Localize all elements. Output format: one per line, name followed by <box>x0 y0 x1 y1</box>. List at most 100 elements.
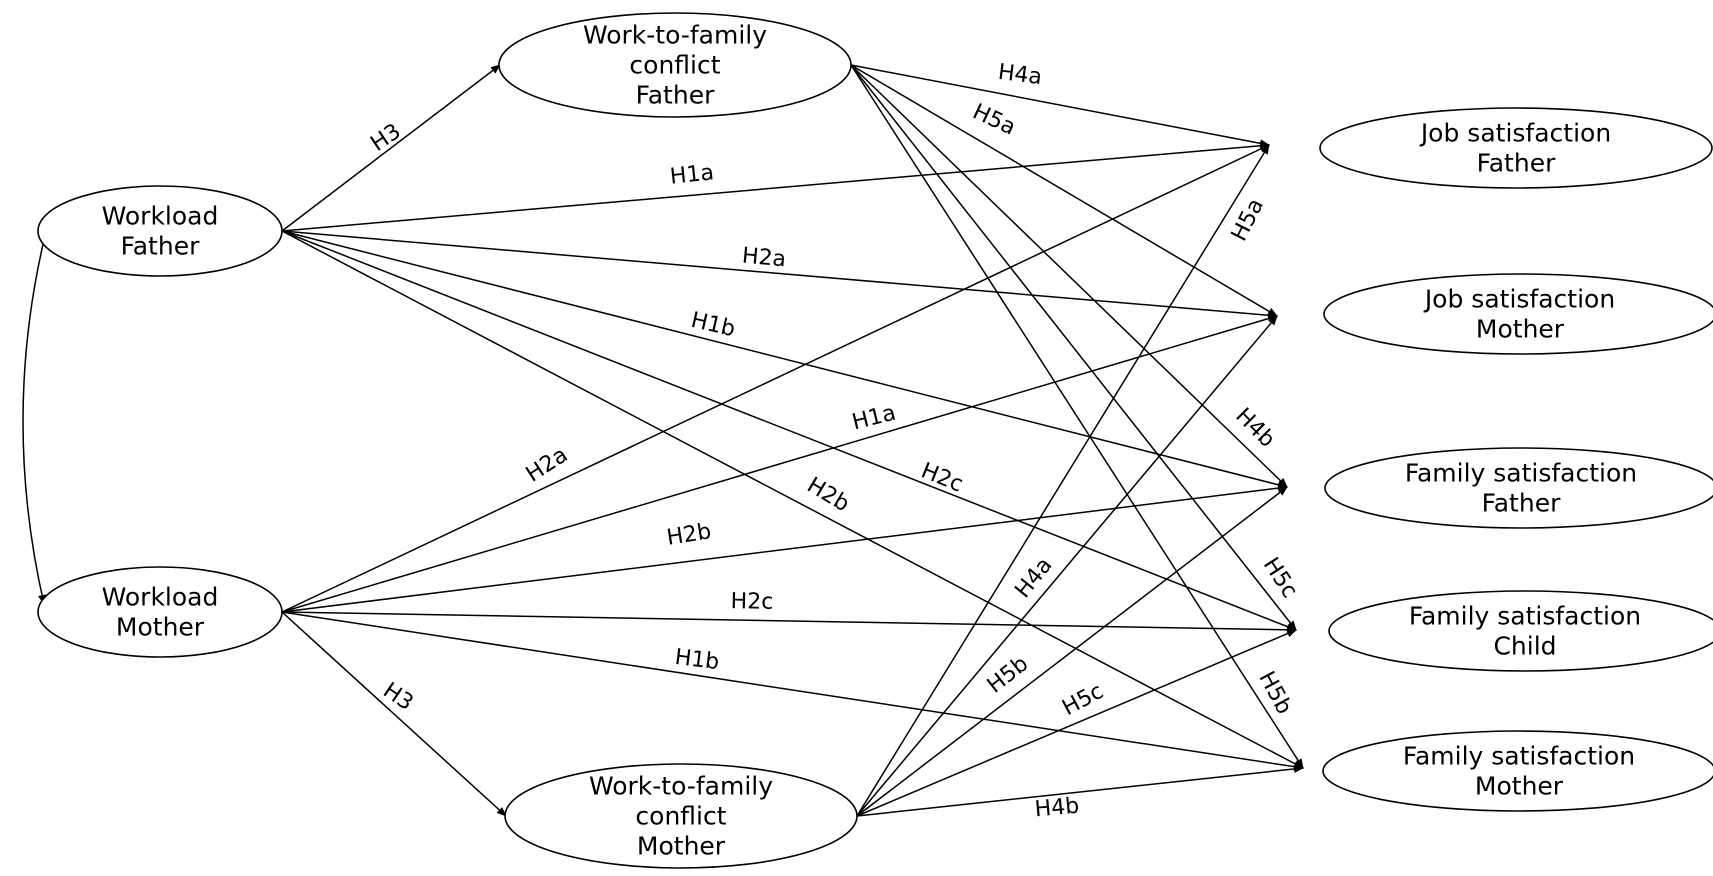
edge-label-wf-to-jsf: H1a <box>669 160 715 189</box>
edge-label-wfcf-to-jsf: H4a <box>997 60 1044 90</box>
edge-wfcf-to-fsf <box>850 64 1288 488</box>
edge-wfcm-to-jsf <box>856 144 1270 817</box>
edge-wm-to-jsf <box>281 144 1270 613</box>
node-label-line: Child <box>1493 632 1556 661</box>
edge-wm-to-jsm <box>281 314 1278 613</box>
node-ellipse <box>1319 107 1713 189</box>
edge-label-wf-to-wfcf: H3 <box>366 119 405 157</box>
path-arrow <box>281 230 1288 489</box>
edge-label-wf-to-jsm: H2a <box>741 244 787 273</box>
edge-wfcm-to-fsc <box>856 629 1297 817</box>
node-label-line: Mother <box>637 832 726 861</box>
node-label-line: Mother <box>116 613 205 642</box>
edge-label-wfcf-to-fsc: H5c <box>1258 553 1302 602</box>
path-arrow <box>281 64 501 232</box>
edge-wm-to-fsc <box>281 611 1297 634</box>
path-arrow <box>850 64 1270 148</box>
edge-wfcf-to-fsm <box>850 64 1304 769</box>
edge-wfcm-to-fsf <box>856 486 1288 817</box>
path-arrow <box>281 484 1288 613</box>
path-arrow <box>281 611 1297 634</box>
edge-label-wm-to-fsc: H2c <box>730 589 773 615</box>
edge-label-wfcm-to-jsm: H4a <box>1010 553 1057 603</box>
edge-label-wfcf-to-fsm: H5b <box>1254 667 1297 718</box>
edge-label-wfcf-to-jsm: H5a <box>969 99 1019 140</box>
node-label-line: Family satisfaction <box>1409 602 1641 631</box>
node-ellipse <box>1324 447 1713 529</box>
edge-label-wf-to-fsc: H2c <box>918 458 967 497</box>
edge-wfcf-to-jsm <box>850 64 1278 317</box>
edge-wm-to-fsm <box>281 611 1304 771</box>
node-label-line: conflict <box>629 51 720 80</box>
path-arrow <box>281 314 1278 613</box>
node-layer: WorkloadFatherWorkloadMotherWork-to-fami… <box>37 12 1713 869</box>
node-ellipse <box>498 12 852 118</box>
node-label-line: Father <box>1482 489 1561 518</box>
path-arrow <box>281 611 1304 771</box>
edge-label-wm-to-fsm: H1b <box>673 645 720 675</box>
path-arrow <box>281 144 1270 613</box>
edge-label-wm-to-fsf: H2b <box>665 519 713 551</box>
node-label-line: Work-to-family <box>583 21 767 50</box>
node-label-line: Father <box>121 232 200 261</box>
path-arrow <box>281 611 507 817</box>
path-arrow <box>281 141 1270 232</box>
path-arrow <box>850 64 1297 631</box>
edge-layer <box>22 64 1304 817</box>
path-arrow <box>856 315 1278 817</box>
edge-wf-to-fsc <box>281 230 1297 631</box>
edge-wf-to-fsf <box>281 230 1288 489</box>
node-label-line: Father <box>636 81 715 110</box>
path-arrow <box>850 64 1278 317</box>
node-ellipse <box>504 763 858 869</box>
edge-wfcm-to-jsm <box>856 315 1278 817</box>
node-label-line: Job satisfaction <box>1423 285 1615 314</box>
edge-wf-to-fsm <box>281 230 1304 769</box>
edge-wm-to-fsf <box>281 484 1288 613</box>
edge-wfcf-to-fsc <box>850 64 1297 631</box>
node-label-line: Mother <box>1475 772 1564 801</box>
node-label-line: Work-to-family <box>589 772 773 801</box>
node-label-line: Mother <box>1476 315 1565 344</box>
path-arrow <box>850 64 1288 488</box>
path-arrow <box>856 629 1297 817</box>
path-arrow <box>281 230 1304 769</box>
path-arrow <box>856 764 1304 817</box>
edge-label-wm-to-wfcm: H3 <box>378 678 417 716</box>
node-label-line: Family satisfaction <box>1403 742 1635 771</box>
edge-wf-to-wm <box>22 230 50 605</box>
node-label-line: Family satisfaction <box>1405 459 1637 488</box>
edge-label-layer: H3H1aH2aH1bH2cH2bH3H2aH1aH2bH2cH1bH4aH5a… <box>366 60 1302 822</box>
node-ellipse <box>1323 273 1713 355</box>
node-label-line: Workload <box>102 583 219 612</box>
covariance-arrow <box>22 230 50 605</box>
edge-label-wfcm-to-fsc: H5c <box>1058 679 1107 721</box>
edge-label-wm-to-jsf: H2a <box>522 443 573 488</box>
node-label-line: Father <box>1477 149 1556 178</box>
node-ellipse <box>37 566 283 658</box>
node-label-line: Job satisfaction <box>1419 119 1611 148</box>
edge-wfcf-to-jsf <box>850 64 1270 148</box>
path-arrow <box>856 486 1288 817</box>
node-label-line: conflict <box>635 802 726 831</box>
edge-label-wf-to-fsm: H2b <box>802 473 853 517</box>
path-arrow <box>850 64 1304 769</box>
edge-wf-to-jsm <box>281 230 1278 320</box>
node-ellipse <box>1322 730 1713 812</box>
edge-wfcm-to-fsm <box>856 764 1304 817</box>
node-ellipse <box>1328 590 1713 672</box>
node-label-line: Workload <box>102 202 219 231</box>
edge-wf-to-wfcf <box>281 64 501 232</box>
edge-wm-to-wfcm <box>281 611 507 817</box>
edge-wf-to-jsf <box>281 141 1270 232</box>
path-arrow <box>281 230 1278 320</box>
